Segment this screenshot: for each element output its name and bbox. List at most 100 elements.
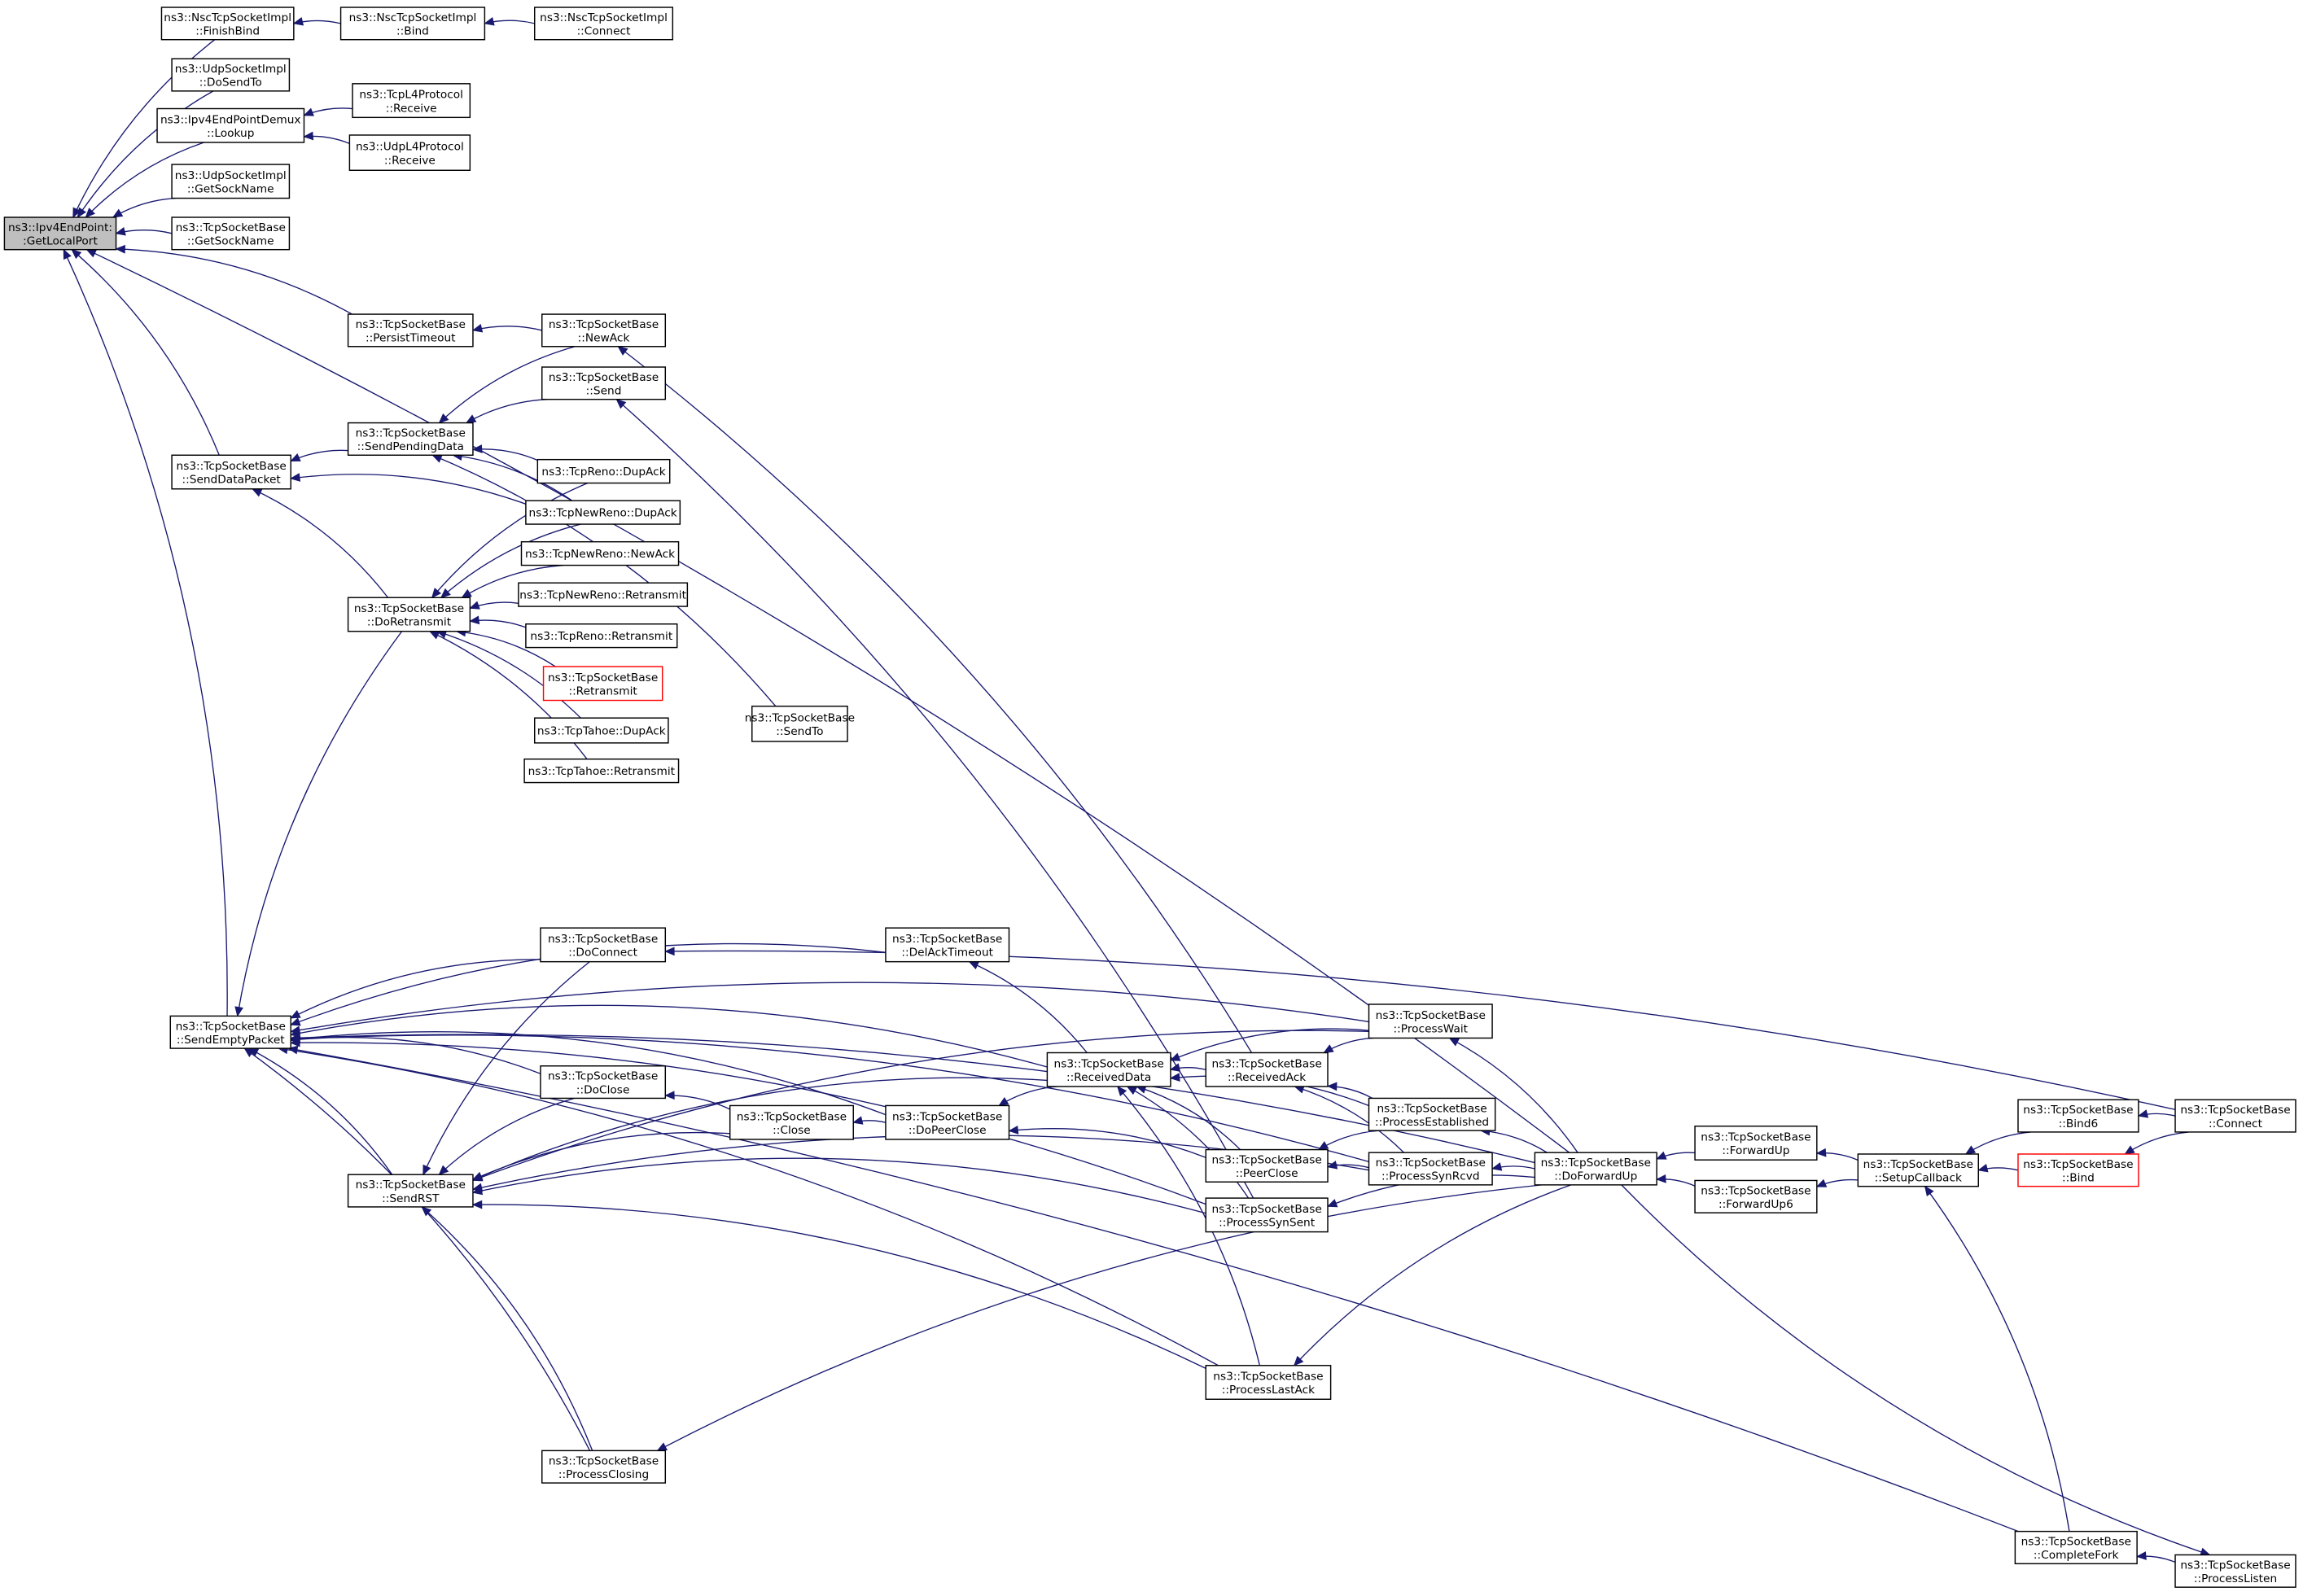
node-udp-get-sock-name[interactable]: ns3::UdpSocketImpl::GetSockName	[171, 164, 291, 199]
node-label: ::ProcessSynRcvd	[1381, 1170, 1480, 1183]
node-label: ::Receive	[386, 102, 437, 115]
node-new-reno-new-ack[interactable]: ns3::TcpNewReno::NewAck	[520, 540, 680, 566]
edge-process-wait-to-send-empty-packet	[291, 982, 1369, 1033]
edge-do-forward-up-to-get-local-port	[86, 249, 1570, 1153]
node-udp-l4-receive[interactable]: ns3::UdpL4Protocol::Receive	[348, 134, 471, 171]
node-new-reno-retransmit[interactable]: ns3::TcpNewReno::Retransmit	[518, 582, 689, 607]
node-setup-callback[interactable]: ns3::TcpSocketBase::SetupCallback	[1857, 1153, 1979, 1187]
node-label: ::ReceivedData	[1066, 1071, 1151, 1084]
node-nsc-bind[interactable]: ns3::NscTcpSocketImpl::Bind	[339, 7, 486, 41]
node-box	[540, 927, 667, 963]
node-label: ::FinishBind	[195, 25, 260, 38]
node-label: ::DelAckTimeout	[901, 947, 993, 960]
node-persist-timeout[interactable]: ns3::TcpSocketBase::PersistTimeout	[347, 313, 474, 348]
node-label: ns3::TcpSocketBase	[1211, 1057, 1321, 1070]
node-tsbconnect[interactable]: ns3::TcpSocketBase::Connect	[2174, 1099, 2296, 1133]
node-nsc-connect[interactable]: ns3::NscTcpSocketImpl::Connect	[534, 7, 674, 41]
node-label: ns3::TcpTahoe::Retransmit	[528, 765, 676, 778]
node-process-established[interactable]: ns3::TcpSocketBase::ProcessEstablished	[1368, 1097, 1496, 1131]
node-do-connect[interactable]: ns3::TcpSocketBase::DoConnect	[540, 927, 667, 963]
node-label: ns3::TcpSocketBase	[356, 1178, 466, 1192]
node-label: ns3::Ipv4EndPoint:	[8, 221, 112, 234]
root-node-get-local-port[interactable]: ns3::Ipv4EndPoint::GetLocalPort	[3, 216, 117, 251]
node-process-listen[interactable]: ns3::TcpSocketBase::ProcessListen	[2174, 1554, 2296, 1588]
arrowhead-icon	[1448, 1037, 1460, 1047]
node-label: ::ProcessSynSent	[1219, 1217, 1316, 1230]
node-label: ::Receive	[384, 154, 436, 167]
node-tcp-l4-receive[interactable]: ns3::TcpL4Protocol::Receive	[352, 83, 471, 119]
node-new-ack[interactable]: ns3::TcpSocketBase::NewAck	[541, 313, 667, 348]
node-label: ns3::TcpSocketBase	[354, 602, 464, 615]
node-label: ::Send	[586, 385, 622, 398]
node-do-peer-close[interactable]: ns3::TcpSocketBase::DoPeerClose	[885, 1104, 1010, 1140]
node-label: ns3::TcpSocketBase	[356, 318, 466, 331]
node-process-syn-rcvd[interactable]: ns3::TcpSocketBase::ProcessSynRcvd	[1368, 1152, 1493, 1186]
arrowhead-icon	[290, 1029, 301, 1038]
node-del-ack-timeout[interactable]: ns3::TcpSocketBase::DelAckTimeout	[885, 927, 1010, 963]
node-label: ns3::UdpL4Protocol	[356, 141, 464, 154]
node-udp-do-send-to[interactable]: ns3::UdpSocketImpl::DoSendTo	[171, 58, 291, 92]
arrowhead-icon	[421, 1206, 432, 1217]
node-box	[347, 597, 471, 632]
node-tcp-get-sock-name[interactable]: ns3::TcpSocketBase::GetSockName	[171, 216, 291, 251]
node-tsbretransmit[interactable]: ns3::TcpSocketBase::Retransmit	[542, 666, 663, 702]
node-process-last-ack[interactable]: ns3::TcpSocketBase::ProcessLastAck	[1205, 1365, 1332, 1400]
node-label: ns3::TcpSocketBase	[1701, 1184, 1810, 1197]
node-nsc-finish-bind[interactable]: ns3::NscTcpSocketImpl::FinishBind	[160, 7, 295, 41]
arrowhead-icon	[471, 1200, 483, 1209]
edge-process-established-to-peer-close	[1318, 1130, 1381, 1151]
edge-persist-timeout-to-get-local-port	[116, 248, 352, 315]
node-received-data[interactable]: ns3::TcpSocketBase::ReceivedData	[1046, 1052, 1171, 1087]
node-reno-retransmit[interactable]: ns3::TcpReno::Retransmit	[525, 623, 678, 649]
node-reno-dup-ack[interactable]: ns3::TcpReno::DupAck	[536, 458, 671, 484]
node-send-rst[interactable]: ns3::TcpSocketBase::SendRST	[347, 1174, 474, 1208]
node-close[interactable]: ns3::TcpSocketBase::Close	[729, 1104, 854, 1140]
node-forward-up[interactable]: ns3::TcpSocketBase::ForwardUp	[1694, 1125, 1818, 1161]
node-label: ns3::Ipv4EndPointDemux	[160, 113, 301, 126]
edge-process-wait-to-send-rst	[472, 1030, 1369, 1181]
node-label: ns3::TcpSocketBase	[745, 712, 855, 725]
edge-lookup-to-get-local-port	[85, 142, 204, 218]
node-do-close[interactable]: ns3::TcpSocketBase::DoClose	[540, 1065, 667, 1100]
node-send-pending-data[interactable]: ns3::TcpSocketBase::SendPendingData	[347, 422, 474, 456]
node-send-data-packet[interactable]: ns3::TcpSocketBase::SendDataPacket	[171, 454, 291, 490]
edge-process-closing-to-send-empty-packet	[243, 1047, 591, 1451]
node-send[interactable]: ns3::TcpSocketBase::Send	[541, 366, 667, 400]
node-label: ::PersistTimeout	[366, 332, 456, 345]
node-complete-fork[interactable]: ns3::TcpSocketBase::CompleteFork	[2014, 1530, 2138, 1565]
node-forward-up6[interactable]: ns3::TcpSocketBase::ForwardUp6	[1694, 1179, 1818, 1213]
arrowhead-icon	[1293, 1355, 1304, 1366]
node-do-forward-up[interactable]: ns3::TcpSocketBase::DoForwardUp	[1534, 1152, 1657, 1186]
node-box	[347, 313, 474, 348]
node-process-wait[interactable]: ns3::TcpSocketBase::ProcessWait	[1368, 1004, 1493, 1039]
arrowhead-icon	[1169, 1052, 1181, 1061]
arrowhead-icon	[292, 17, 304, 26]
node-process-closing[interactable]: ns3::TcpSocketBase::ProcessClosing	[541, 1450, 667, 1484]
node-tahoe-retransmit[interactable]: ns3::TcpTahoe::Retransmit	[523, 758, 680, 784]
node-send-empty-packet[interactable]: ns3::TcpSocketBase::SendEmptyPacket	[169, 1015, 291, 1049]
node-send-to[interactable]: ns3::TcpSocketBase::SendTo	[745, 706, 855, 742]
node-label: ns3::TcpSocketBase	[892, 933, 1002, 946]
node-tsbbind[interactable]: ns3::TcpSocketBase::Bind	[2017, 1153, 2139, 1187]
node-process-syn-sent[interactable]: ns3::TcpSocketBase::ProcessSynSent	[1205, 1197, 1329, 1233]
node-label: ns3::TcpSocketBase	[1377, 1102, 1486, 1115]
node-label: :GetLocalPort	[23, 235, 98, 248]
node-new-reno-dup-ack[interactable]: ns3::TcpNewReno::DupAck	[525, 500, 681, 525]
node-box	[518, 582, 689, 607]
node-label: ns3::TcpSocketBase	[548, 933, 658, 946]
node-tahoe-dup-ack[interactable]: ns3::TcpTahoe::DupAck	[534, 717, 669, 744]
node-received-ack[interactable]: ns3::TcpSocketBase::ReceivedAck	[1205, 1052, 1329, 1087]
edge-do-forward-up-to-process-listen	[1621, 1184, 2210, 1556]
node-lookup[interactable]: ns3::Ipv4EndPointDemux::Lookup	[156, 107, 305, 143]
arrowhead-icon	[115, 226, 126, 236]
node-bind6[interactable]: ns3::TcpSocketBase::Bind6	[2017, 1099, 2139, 1133]
node-label: ns3::TcpL4Protocol	[359, 89, 463, 102]
arrowhead-icon	[1169, 1063, 1181, 1072]
arrowhead-icon	[2124, 1145, 2135, 1155]
node-box	[536, 458, 671, 484]
node-peer-close[interactable]: ns3::TcpSocketBase::PeerClose	[1205, 1148, 1329, 1183]
node-box	[751, 706, 848, 742]
node-do-retransmit[interactable]: ns3::TcpSocketBase::DoRetransmit	[347, 597, 471, 632]
arrowhead-icon	[290, 1017, 301, 1026]
arrowhead-icon	[1323, 1044, 1334, 1054]
